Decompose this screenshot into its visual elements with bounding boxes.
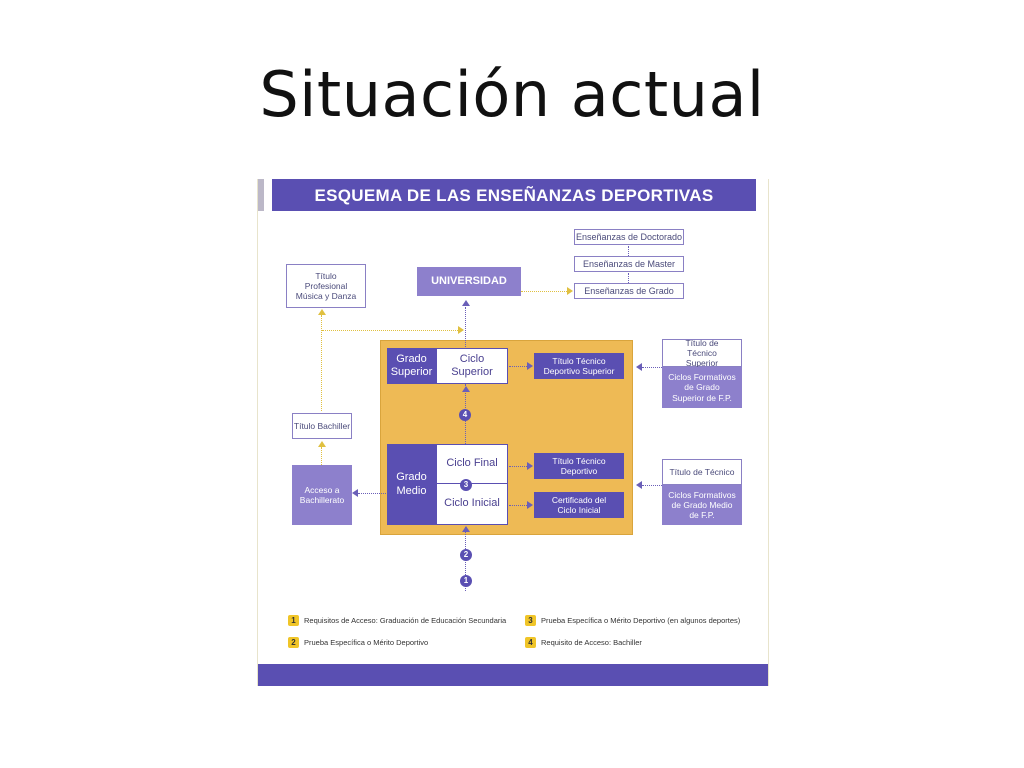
connector-to-universidad (322, 330, 458, 331)
diagram-footer-bar (258, 664, 768, 686)
connector-acceso-bachiller (321, 447, 322, 465)
arrow-to-titulo-dep (527, 462, 533, 470)
connector-bachiller-up (321, 315, 322, 411)
arrow-to-medio (462, 526, 470, 532)
header-side-strip (258, 179, 264, 211)
box-certificado: Certificado del Ciclo Inicial (534, 492, 624, 518)
box-ciclos-grado-superior: Ciclos Formativos de Grado Superior de F… (662, 367, 742, 408)
arrow-to-bachiller (318, 441, 326, 447)
connector-master-doctorado (628, 246, 629, 256)
connector-inicial-certificado (509, 505, 527, 506)
connector-fp-medio (642, 485, 662, 486)
connector-univ-grado (521, 291, 567, 292)
label-grado-medio: Grado Medio (387, 444, 436, 525)
box-master: Enseñanzas de Master (574, 256, 684, 272)
arrow-to-titulo-superior (527, 362, 533, 370)
connector-fp-sup (642, 367, 662, 368)
arrow-to-universidad-h (458, 326, 464, 334)
arrow-to-superior (462, 386, 470, 392)
box-musica: Título Profesional Música y Danza (286, 264, 366, 308)
box-universidad: UNIVERSIDAD (417, 267, 521, 296)
arrow-to-acceso (352, 489, 358, 497)
label-grado-superior: Grado Superior (387, 348, 436, 384)
connector-superior-titulo (509, 366, 527, 367)
slide-title: Situación actual (259, 58, 765, 131)
connector-grado-master (628, 273, 629, 283)
arrow-to-grado (567, 287, 573, 295)
diagram-header-text: ESQUEMA DE LAS ENSEÑANZAS DEPORTIVAS (314, 186, 714, 205)
marker-2: 2 (460, 549, 472, 561)
box-ciclo-superior: Ciclo Superior (436, 348, 508, 384)
legend-marker-3: 3 (525, 615, 536, 626)
diagram-figure: ESQUEMA DE LAS ENSEÑANZAS DEPORTIVAS Ens… (257, 179, 769, 686)
box-titulo-tecnico-dep: Título Técnico Deportivo (534, 453, 624, 479)
legend-text-4: Requisito de Acceso: Bachiller (541, 638, 642, 647)
arrow-to-musica (318, 309, 326, 315)
box-ciclo-final: Ciclo Final (436, 444, 508, 484)
legend-marker-1: 1 (288, 615, 299, 626)
box-grado: Enseñanzas de Grado (574, 283, 684, 299)
arrow-to-certificado (527, 501, 533, 509)
connector-superior-universidad (465, 307, 466, 347)
marker-4: 4 (459, 409, 471, 421)
arrow-to-universidad (462, 300, 470, 306)
box-titulo-tecnico: Título de Técnico (662, 459, 742, 485)
legend-text-2: Prueba Específica o Mérito Deportivo (304, 638, 429, 647)
legend-marker-4: 4 (525, 637, 536, 648)
legend-marker-2: 2 (288, 637, 299, 648)
box-acceso-bachillerato: Acceso a Bachillerato (292, 465, 352, 525)
connector-final-titulo (509, 466, 527, 467)
box-titulo-tecnico-dep-sup: Título Técnico Deportivo Superior (534, 353, 624, 379)
box-titulo-tecnico-superior: Título de Técnico Superior (662, 338, 742, 368)
arrow-from-fp-medio (636, 481, 642, 489)
connector-medio-acceso (358, 493, 386, 494)
marker-3: 3 (460, 479, 472, 491)
marker-1: 1 (460, 575, 472, 587)
diagram-header: ESQUEMA DE LAS ENSEÑANZAS DEPORTIVAS (272, 179, 756, 211)
box-titulo-bachiller: Título Bachiller (292, 413, 352, 439)
box-ciclos-grado-medio: Ciclos Formativos de Grado Medio de F.P. (662, 485, 742, 525)
box-doctorado: Enseñanzas de Doctorado (574, 229, 684, 245)
legend-text-3: Prueba Específica o Mérito Deportivo (en… (541, 616, 741, 625)
box-ciclo-inicial: Ciclo Inicial (436, 484, 508, 525)
legend-text-1: Requisitos de Acceso: Graduación de Educ… (304, 616, 507, 625)
arrow-from-fp-sup (636, 363, 642, 371)
